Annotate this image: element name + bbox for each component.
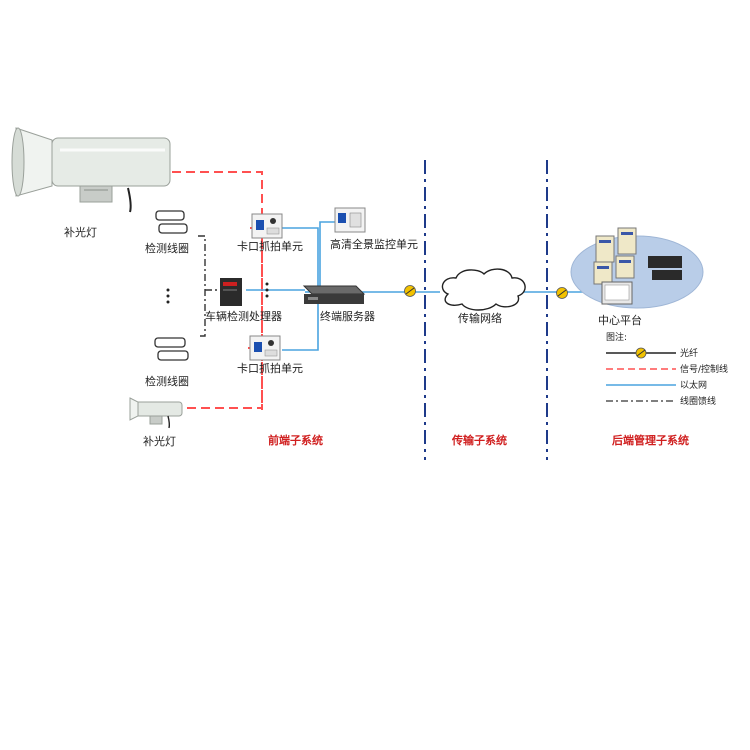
fill-light-bottom-label: 补光灯 <box>143 434 176 448</box>
detection-coil-top-label: 检测线圈 <box>145 241 189 255</box>
subsystem-backend-title: 后端管理子系统 <box>612 433 689 447</box>
server-rack-3 <box>593 261 613 285</box>
hd-monitoring-unit-label: 高清全景监控单元 <box>330 237 418 251</box>
capture-unit-bottom-label: 卡口抓拍单元 <box>237 361 303 375</box>
legend-title: 图注: <box>606 331 627 343</box>
server-rack-2 <box>617 227 637 255</box>
detection-coil-bottom <box>154 337 189 361</box>
network-cloud <box>441 268 526 311</box>
fiber-node-right <box>556 287 568 299</box>
legend-ethernet-label: 以太网 <box>680 379 707 391</box>
legend-fiber: 光纤 <box>606 347 698 359</box>
ellipsis-right <box>265 282 269 298</box>
detection-coil-bottom-label: 检测线圈 <box>145 374 189 388</box>
fiber-node-left <box>404 285 416 297</box>
terminal-server <box>302 285 366 304</box>
legend-coil-feeder: 线圈馈线 <box>606 395 716 407</box>
fill-light-top-label: 补光灯 <box>64 225 97 239</box>
legend-signal: 信号/控制线 <box>606 363 728 375</box>
vehicle-processor <box>220 278 242 306</box>
server-rack-4 <box>615 255 635 279</box>
legend-fiber-label: 光纤 <box>680 347 698 359</box>
legend-coil-feeder-label: 线圈馈线 <box>680 395 716 407</box>
capture-unit-bottom <box>249 335 281 361</box>
network-label: 传输网络 <box>458 311 502 325</box>
coil-feeder-lines <box>198 235 218 337</box>
subsystem-transmission-title: 传输子系统 <box>451 433 507 447</box>
workstation-monitor <box>601 281 633 305</box>
capture-unit-top-label: 卡口抓拍单元 <box>237 239 303 253</box>
fill-light-bottom <box>129 397 183 429</box>
terminal-server-label: 终端服务器 <box>320 309 375 323</box>
legend: 图注: 光纤 信号/控制线 以太网 线圈馈线 <box>606 331 728 407</box>
central-platform <box>570 227 704 309</box>
central-platform-label: 中心平台 <box>598 313 642 327</box>
hd-monitoring-unit <box>334 207 366 233</box>
capture-unit-top <box>251 213 283 239</box>
fill-light-top <box>11 127 171 213</box>
network-switch <box>648 256 682 280</box>
vehicle-processor-label: 车辆检测处理器 <box>205 309 282 323</box>
detection-coil-top <box>155 210 188 234</box>
legend-ethernet: 以太网 <box>606 379 707 391</box>
server-rack-1 <box>595 235 615 263</box>
subsystem-front-title: 前端子系统 <box>268 433 323 447</box>
ellipsis-left <box>166 288 170 304</box>
legend-signal-label: 信号/控制线 <box>680 363 728 375</box>
